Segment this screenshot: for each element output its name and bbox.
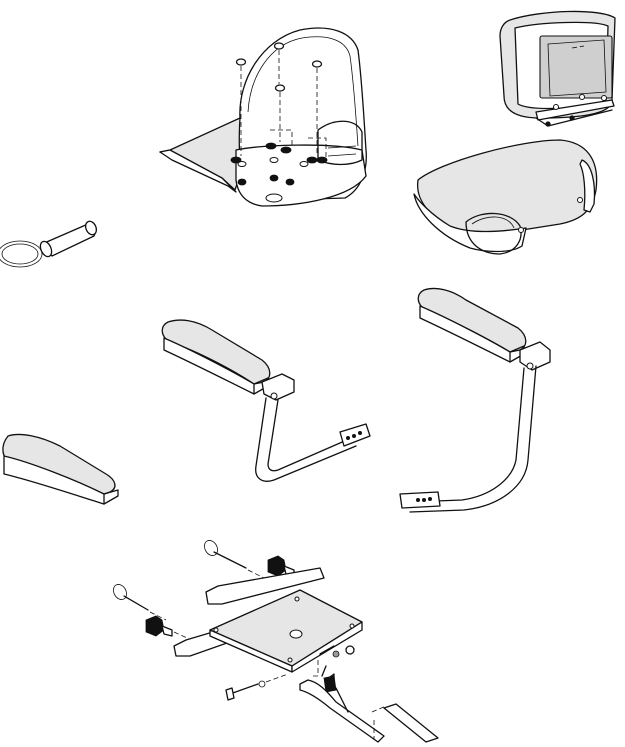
seat-shell: [159, 27, 367, 207]
adjustment-lever: [299, 679, 439, 743]
seat-cushion: [413, 139, 598, 255]
ring-pin: [0, 220, 98, 268]
backrest-cushion: [499, 10, 616, 127]
seat-mount-bracket: [113, 540, 363, 701]
armrest-right: [399, 287, 551, 513]
armrest-left: [161, 319, 371, 482]
armrest-pad-left: [2, 433, 119, 505]
